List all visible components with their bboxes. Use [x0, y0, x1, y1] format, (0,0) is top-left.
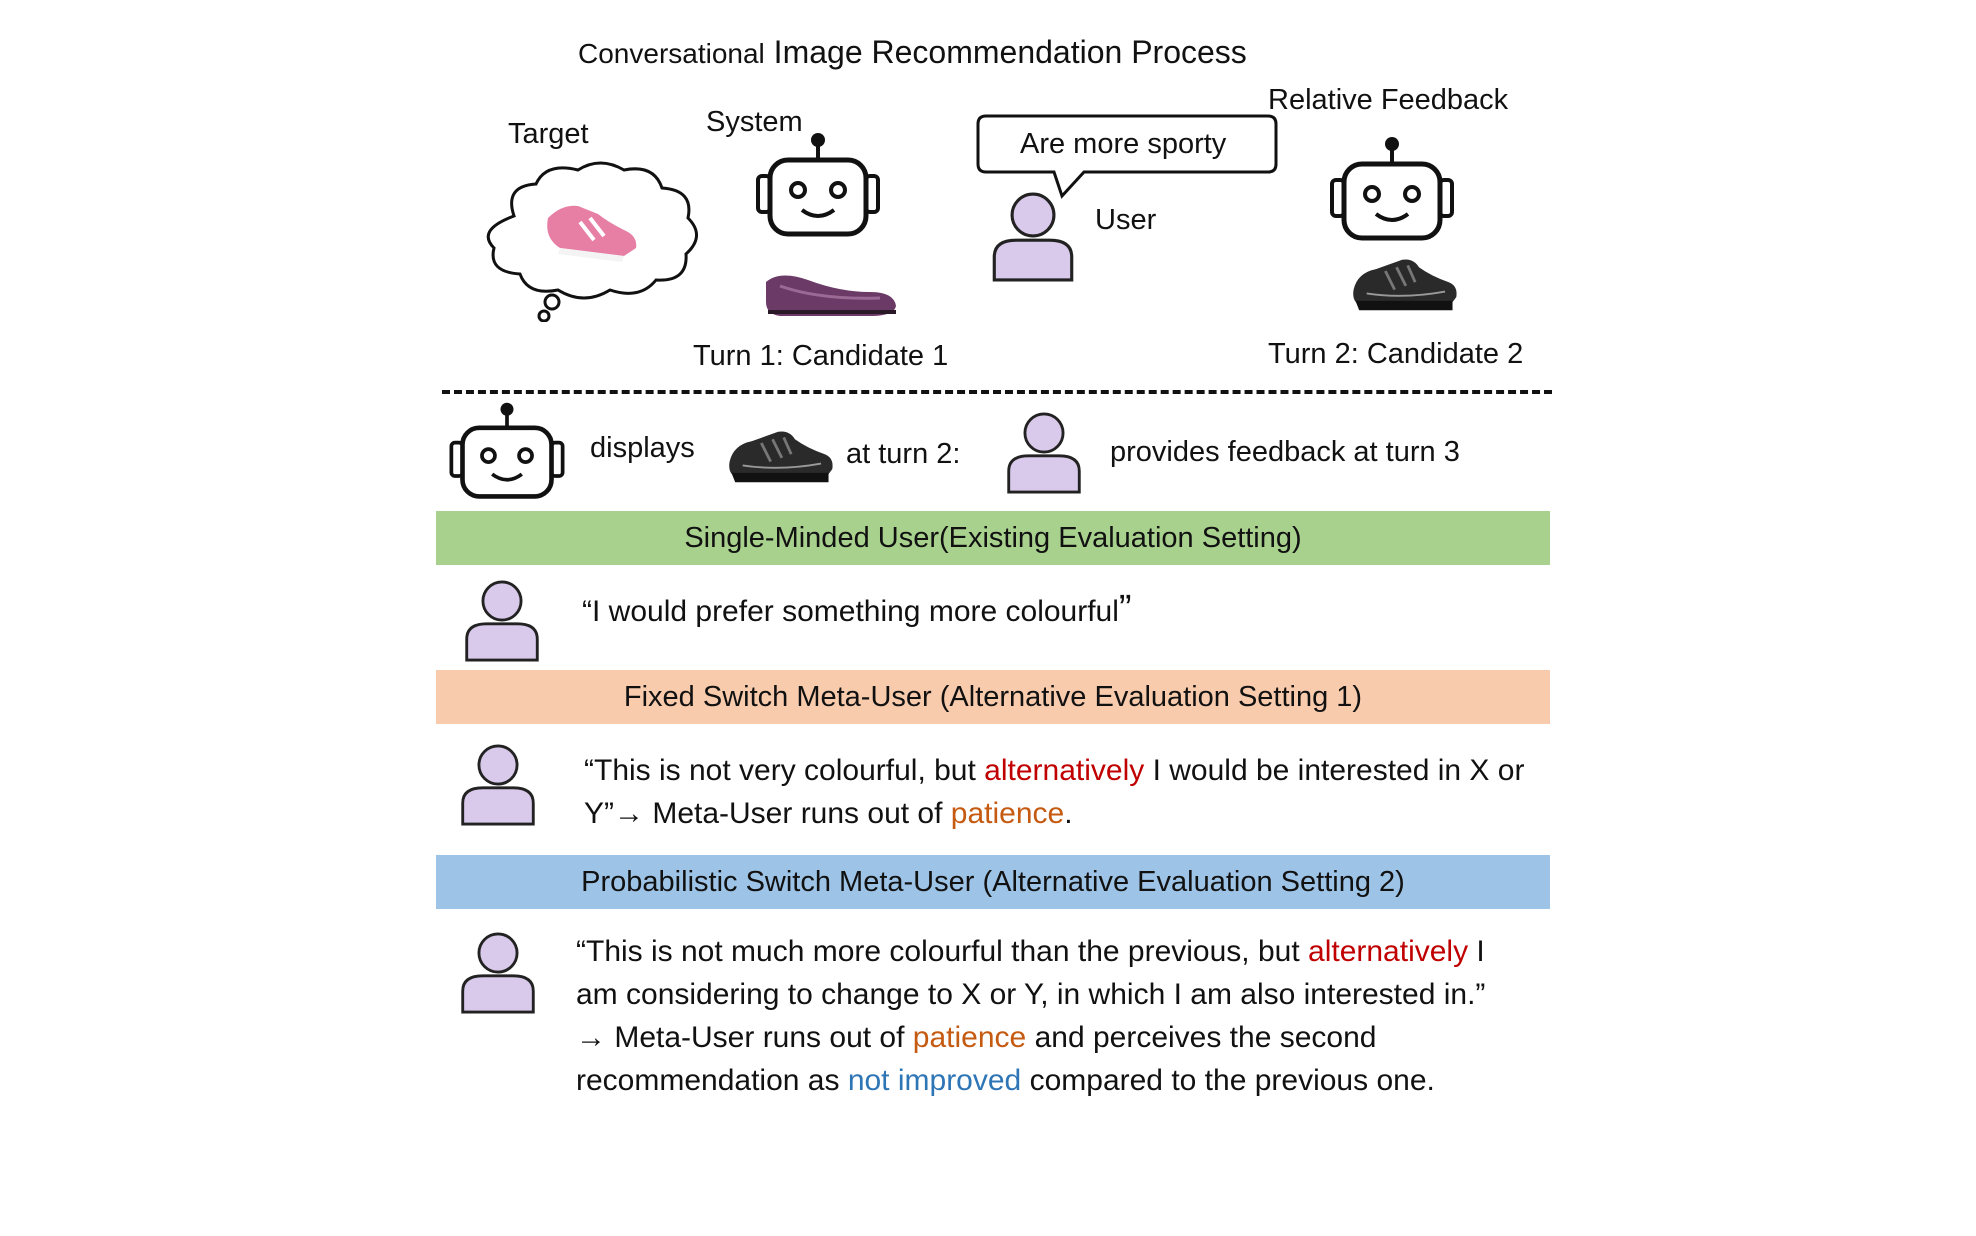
turn2-label: Turn 2: Candidate 2 [1268, 338, 1524, 370]
arrow-icon: → [614, 797, 644, 830]
relative-feedback-label: Relative Feedback [1268, 84, 1509, 116]
user-label: User [1095, 204, 1157, 236]
at-turn-text: at turn 2: [846, 438, 961, 470]
quote-segment: “This is not much more colourful than th… [576, 935, 1309, 968]
person-icon [990, 192, 1076, 282]
displays-text: displays [590, 432, 695, 464]
person-icon [458, 744, 538, 826]
target-label: Target [508, 118, 589, 150]
single-minded-quote: “I would prefer something more colourful… [582, 588, 1132, 631]
quote-close: ” [1118, 588, 1132, 630]
robot-icon [442, 400, 572, 502]
patience-highlight: patience [912, 1021, 1027, 1054]
single-minded-band: Single-Minded User(Existing Evaluation S… [436, 511, 1550, 565]
robot-icon [1322, 134, 1462, 244]
pink-sneaker-icon [547, 205, 637, 262]
person-icon [1004, 412, 1084, 494]
probabilistic-switch-band: Probabilistic Switch Meta-User (Alternat… [436, 855, 1550, 909]
robot-icon [748, 130, 888, 240]
black-sneaker-icon [724, 422, 836, 492]
person-icon [462, 580, 542, 662]
quote-segment: and perceives the second recommendation … [576, 1021, 1377, 1097]
patience-highlight: patience [950, 797, 1065, 830]
black-sneaker-icon [1348, 250, 1460, 320]
alternatively-highlight: alternatively [1308, 935, 1469, 968]
quote-segment: I would be interested in X or Y” [584, 754, 1525, 830]
diagram-title: Conversational Image Recommendation Proc… [578, 34, 1247, 71]
speech-bubble-text: Are more sporty [1020, 128, 1227, 160]
alternatively-highlight: alternatively [984, 754, 1145, 787]
system-label: System [706, 106, 803, 138]
title-part2: Image Recommendation Process [773, 34, 1247, 70]
quote-text: “I would prefer something more colourful [582, 595, 1119, 628]
quote-segment: “This is not very colourful, but [584, 754, 985, 787]
quote-segment: compared to the previous one. [1021, 1064, 1435, 1097]
thought-cloud-icon [486, 161, 698, 322]
title-part1: Conversational [578, 38, 765, 69]
quote-segment: . [1064, 797, 1073, 830]
fixed-switch-quote: “This is not very colourful, but alterna… [584, 749, 1554, 835]
not-improved-highlight: not improved [847, 1064, 1022, 1097]
quote-segment: Meta-User runs out of [644, 797, 951, 830]
person-icon [458, 932, 538, 1014]
arrow-icon: → [576, 1021, 606, 1054]
quote-segment: Meta-User runs out of [606, 1021, 913, 1054]
fixed-switch-band: Fixed Switch Meta-User (Alternative Eval… [436, 670, 1550, 724]
dashed-divider [442, 390, 1552, 394]
turn1-label: Turn 1: Candidate 1 [693, 340, 949, 372]
speech-bubble-shape [976, 114, 1278, 199]
quote-segment: I am considering to change to X or Y, in… [576, 935, 1486, 1011]
provides-text: provides feedback at turn 3 [1110, 436, 1460, 468]
probabilistic-switch-quote: “This is not much more colourful than th… [576, 930, 1516, 1102]
purple-flat-shoe-icon [766, 275, 896, 316]
